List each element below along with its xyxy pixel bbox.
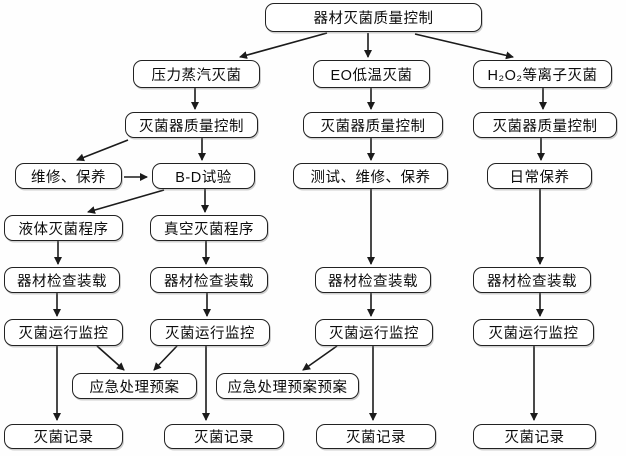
edge-monitor1-to-plan1 <box>96 345 125 371</box>
node-maintenance: 维修、保养 <box>15 163 122 189</box>
edge-root-to-h2o2-plasma <box>414 33 514 60</box>
node-emergency-plan-2: 应急处理预案预案 <box>216 373 359 399</box>
node-load-steam-liquid: 器材检查装载 <box>4 267 120 293</box>
node-root: 器材灭菌质量控制 <box>265 3 482 32</box>
node-load-h2o2: 器材检查装载 <box>473 267 591 293</box>
edge-qc-to-maintenance <box>76 139 129 162</box>
node-eo-low-temp: EO低温灭菌 <box>313 60 430 88</box>
node-sterilizer-qc-steam: 灭菌器质量控制 <box>125 112 258 138</box>
node-emergency-plan-1: 应急处理预案 <box>72 373 197 399</box>
node-vacuum-program: 真空灭菌程序 <box>150 215 268 241</box>
node-record-2: 灭菌记录 <box>164 424 284 449</box>
node-sterilizer-qc-eo: 灭菌器质量控制 <box>303 112 443 138</box>
node-bd-test: B-D试验 <box>152 163 255 189</box>
node-liquid-program: 液体灭菌程序 <box>4 215 123 241</box>
node-monitor-steam-vacuum: 灭菌运行监控 <box>150 319 270 346</box>
node-monitor-steam-liquid: 灭菌运行监控 <box>4 319 123 346</box>
node-record-3: 灭菌记录 <box>316 424 436 449</box>
node-h2o2-plasma: H₂O₂等离子灭菌 <box>473 60 612 88</box>
node-monitor-eo: 灭菌运行监控 <box>315 319 433 346</box>
node-load-eo: 器材检查装载 <box>315 267 431 293</box>
node-record-4: 灭菌记录 <box>473 424 596 449</box>
edge-monitor2-to-plan1 <box>153 345 178 371</box>
edge-root-to-pressure-steam <box>239 32 328 59</box>
node-record-1: 灭菌记录 <box>4 424 123 449</box>
node-daily-maintenance: 日常保养 <box>487 163 592 189</box>
node-pressure-steam: 压力蒸汽灭菌 <box>133 60 260 88</box>
edge-bd-to-liquid <box>87 189 165 214</box>
edge-monitor3-to-plan2 <box>302 345 338 371</box>
node-test-maintenance: 测试、维修、保养 <box>293 163 448 189</box>
node-monitor-h2o2: 灭菌运行监控 <box>473 319 594 346</box>
node-sterilizer-qc-h2o2: 灭菌器质量控制 <box>473 112 617 138</box>
node-load-steam-vacuum: 器材检查装载 <box>150 267 268 293</box>
